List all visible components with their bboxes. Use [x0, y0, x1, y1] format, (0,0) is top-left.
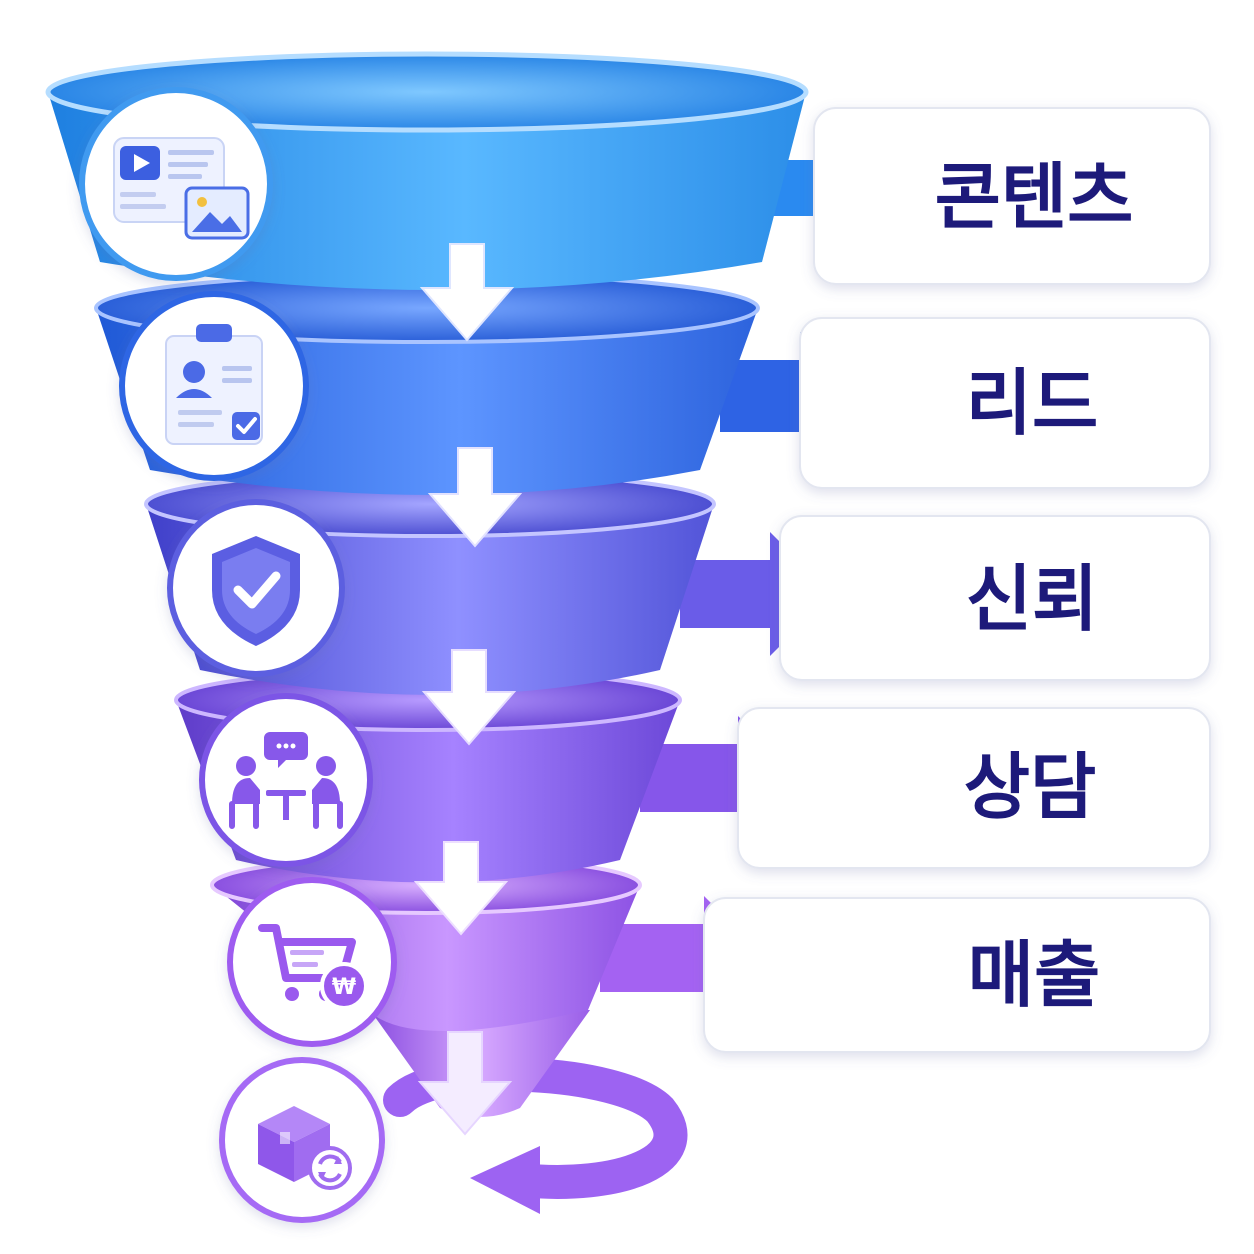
- svg-text:₩: ₩: [332, 975, 356, 1000]
- stage-label-3: 신뢰: [966, 557, 1098, 641]
- down-arrow-2: [427, 447, 523, 548]
- loop-arrow-head: [470, 1146, 540, 1214]
- stage-label-1: 콘텐츠: [935, 155, 1134, 239]
- content-media-icon: [79, 87, 273, 281]
- lead-clipboard-icon: [119, 291, 309, 481]
- icon-badges: ₩: [79, 87, 397, 1223]
- label-card-2: 리드: [799, 317, 1211, 489]
- stage-labels: 콘텐츠 리드 신뢰 상담 매출: [703, 107, 1211, 1053]
- trust-shield-icon: [167, 499, 345, 677]
- consultation-meeting-icon: [199, 693, 373, 867]
- flow-arrows: [413, 243, 523, 1136]
- label-card-3: 신뢰: [779, 515, 1211, 681]
- label-card-4: 상담: [737, 707, 1211, 869]
- down-arrow-1: [419, 243, 515, 342]
- stage-label-2: 리드: [966, 361, 1098, 445]
- down-arrow-4: [413, 841, 509, 936]
- sales-cart-won-icon: ₩: [227, 877, 397, 1047]
- down-arrow-5: [417, 1031, 513, 1136]
- label-card-1: 콘텐츠: [813, 107, 1211, 285]
- down-arrow-3: [421, 649, 517, 746]
- stage-label-4: 상담: [964, 745, 1096, 829]
- label-card-5: 매출: [703, 897, 1211, 1053]
- stage-label-5: 매출: [968, 933, 1100, 1017]
- repurchase-box-icon: [219, 1057, 385, 1223]
